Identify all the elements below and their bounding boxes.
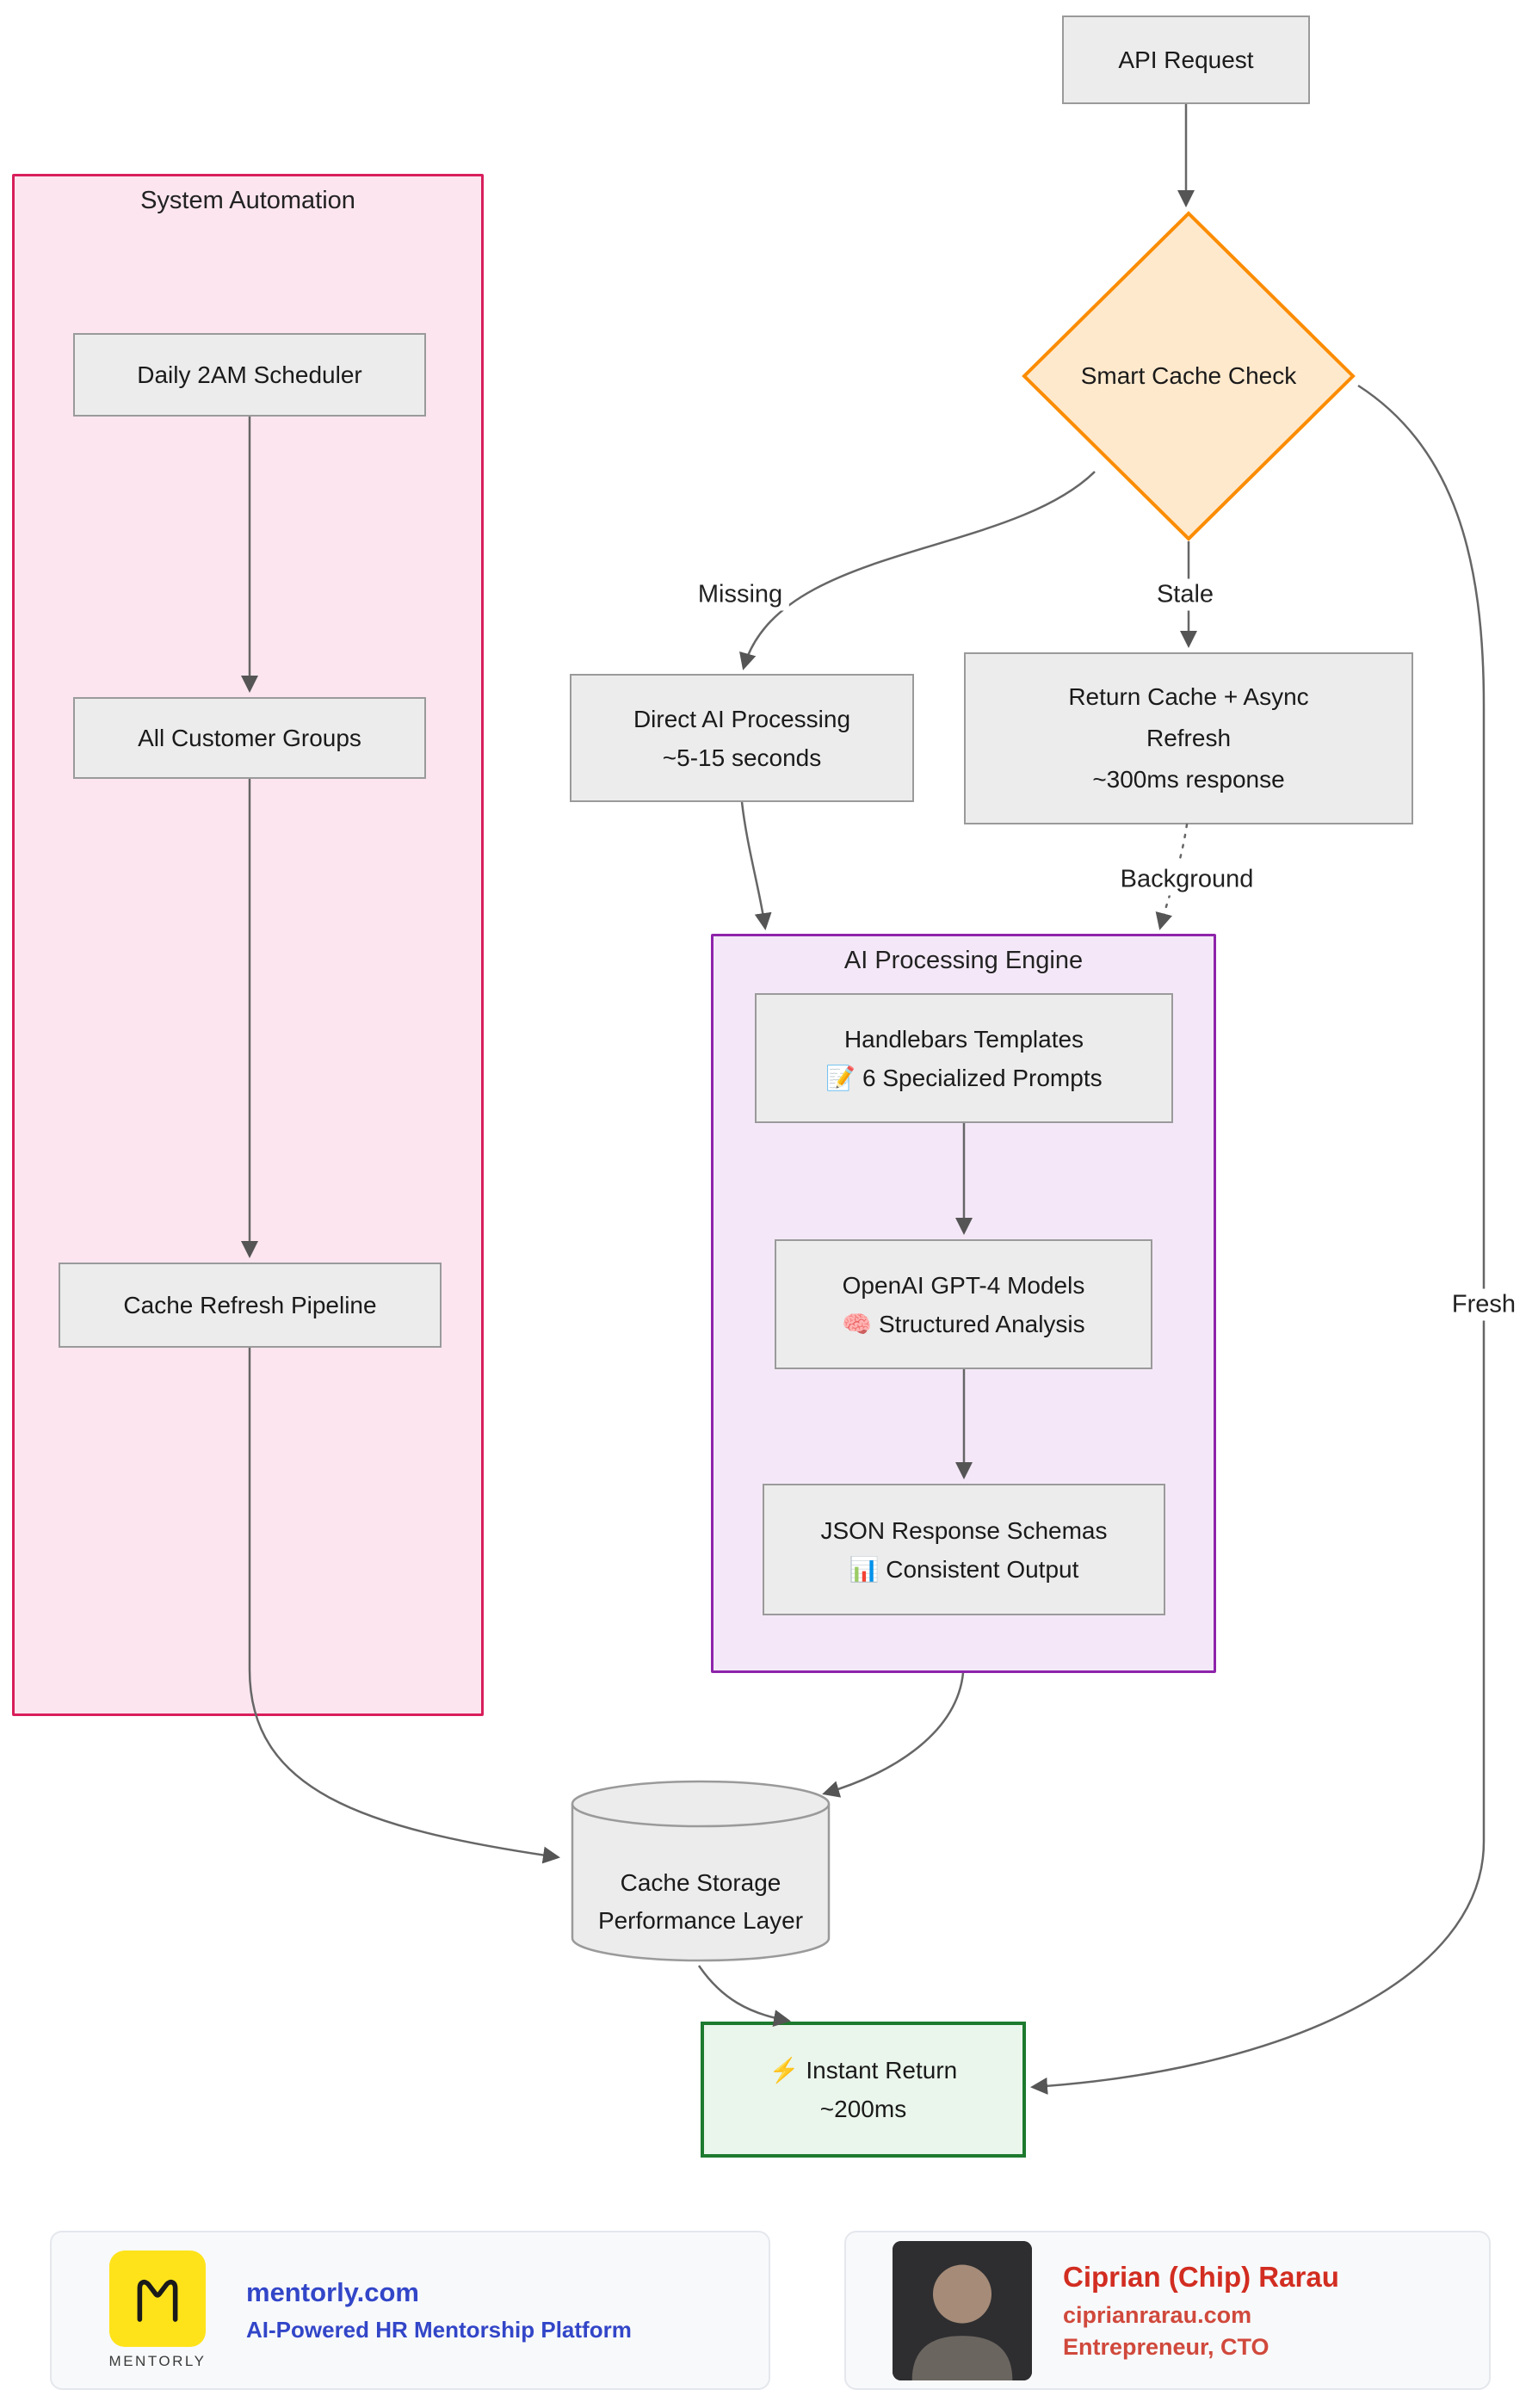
smart-cache-check-label: Smart Cache Check bbox=[1080, 362, 1297, 389]
cache-storage-line2: Performance Layer bbox=[597, 1907, 804, 1934]
mentorly-logo: MENTORLY bbox=[107, 2251, 208, 2370]
cache-storage-line1: Cache Storage bbox=[620, 1869, 781, 1896]
return-cache-line1: Return Cache + Async bbox=[1068, 683, 1309, 710]
direct-ai-line2: ~5-15 seconds bbox=[662, 744, 822, 771]
customer-groups-label: All Customer Groups bbox=[138, 725, 361, 751]
json-schemas-line1: JSON Response Schemas bbox=[820, 1516, 1108, 1544]
edge-storage-to-instant bbox=[697, 1965, 791, 2027]
api-request-label: API Request bbox=[1118, 46, 1254, 73]
mentorly-card: MENTORLY mentorly.com AI-Powered HR Ment… bbox=[50, 2231, 770, 2390]
handlebars-templates-node: Handlebars Templates 📝 6 Specialized Pro… bbox=[755, 993, 1173, 1123]
instant-return-line1: ⚡ Instant Return bbox=[769, 2057, 958, 2084]
direct-ai-line1: Direct AI Processing bbox=[633, 705, 851, 732]
author-site-link[interactable]: ciprianrarau.com bbox=[1063, 2301, 1252, 2328]
api-request-node: API Request bbox=[1062, 15, 1310, 104]
return-cache-line3: ~300ms response bbox=[1092, 766, 1285, 793]
json-schemas-line2: 📊 Consistent Output bbox=[849, 1555, 1079, 1583]
openai-line2: 🧠 Structured Analysis bbox=[842, 1310, 1085, 1337]
handlebars-line1: Handlebars Templates bbox=[843, 1025, 1084, 1053]
direct-ai-processing-node: Direct AI Processing ~5-15 seconds bbox=[570, 674, 914, 802]
instant-return-line2: ~200ms bbox=[819, 2096, 907, 2122]
edge-label-missing: Missing bbox=[690, 578, 790, 611]
daily-scheduler-label: Daily 2AM Scheduler bbox=[137, 361, 362, 388]
edge-label-fresh: Fresh bbox=[1444, 1288, 1523, 1321]
openai-models-node: OpenAI GPT-4 Models 🧠 Structured Analysi… bbox=[775, 1239, 1152, 1369]
edge-label-background: Background bbox=[1113, 863, 1261, 896]
mentorly-site-link[interactable]: mentorly.com bbox=[246, 2277, 419, 2307]
customer-groups-node: All Customer Groups bbox=[73, 697, 426, 779]
edge-direct-ai-to-engine bbox=[740, 801, 772, 930]
smart-cache-check-node: Smart Cache Check bbox=[1021, 210, 1356, 542]
author-card: Ciprian (Chip) Rarau ciprianrarau.com En… bbox=[844, 2231, 1491, 2390]
instant-return-node: ⚡ Instant Return ~200ms bbox=[701, 2022, 1026, 2158]
json-schemas-node: JSON Response Schemas 📊 Consistent Outpu… bbox=[763, 1484, 1165, 1615]
return-cache-line2: Refresh bbox=[1146, 725, 1232, 751]
avatar bbox=[893, 2240, 1032, 2380]
edge-engine-to-storage bbox=[822, 1672, 965, 1798]
person-photo-icon bbox=[893, 2240, 1032, 2380]
m-monogram-icon bbox=[137, 2279, 178, 2322]
mentorly-logo-icon bbox=[109, 2251, 206, 2347]
edge-label-stale: Stale bbox=[1149, 578, 1221, 611]
cache-storage-node: Cache Storage Performance Layer bbox=[569, 1778, 832, 1964]
ai-processing-engine-title: AI Processing Engine bbox=[843, 947, 1084, 974]
cylinder-shape bbox=[571, 1780, 831, 1962]
return-cache-node: Return Cache + Async Refresh ~300ms resp… bbox=[964, 652, 1413, 824]
mentorly-tagline: AI-Powered HR Mentorship Platform bbox=[246, 2317, 632, 2343]
cache-refresh-pipeline-label: Cache Refresh Pipeline bbox=[123, 1292, 377, 1318]
author-role: Entrepreneur, CTO bbox=[1063, 2333, 1269, 2360]
handlebars-line2: 📝 6 Specialized Prompts bbox=[825, 1064, 1103, 1091]
cache-refresh-pipeline-node: Cache Refresh Pipeline bbox=[59, 1263, 442, 1348]
author-name: Ciprian (Chip) Rarau bbox=[1063, 2260, 1339, 2293]
daily-scheduler-node: Daily 2AM Scheduler bbox=[73, 333, 426, 417]
mentorly-logo-caption: MENTORLY bbox=[108, 2353, 207, 2369]
openai-line1: OpenAI GPT-4 Models bbox=[842, 1271, 1085, 1299]
system-automation-title: System Automation bbox=[140, 187, 355, 214]
system-automation-group: System Automation bbox=[12, 174, 484, 1716]
